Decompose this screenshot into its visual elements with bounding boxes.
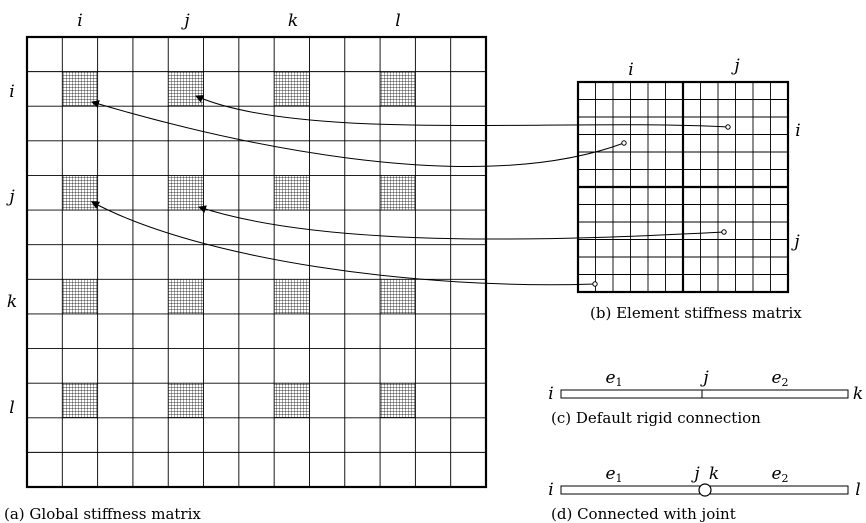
rigid-left-label: i [548, 384, 553, 404]
joint-mid-label-j: j [690, 464, 700, 484]
mapping-arrows [91, 95, 729, 286]
global-node-block [168, 279, 204, 314]
global-node-block [168, 71, 204, 107]
arrow-origin-dots [592, 124, 731, 287]
global-row-label-l: l [9, 398, 14, 418]
element-matrix-caption: (b) Element stiffness matrix [590, 304, 802, 322]
global-node-block [62, 71, 98, 107]
element-matrix [576, 80, 790, 294]
joint-beam-right [707, 485, 849, 495]
arrow-ji-from-element [91, 100, 625, 167]
global-node-block [380, 383, 416, 418]
global-node-block [62, 175, 98, 211]
rigid-caption: (c) Default rigid connection [551, 409, 761, 427]
global-node-block [168, 175, 204, 211]
arrow-ij-from-element [91, 201, 596, 286]
element-row-label-i: i [795, 121, 800, 141]
joint-connection-diagram [560, 483, 849, 497]
global-matrix-caption: (a) Global stiffness matrix [4, 505, 201, 523]
joint-beam-left [560, 485, 703, 495]
rigid-connection-diagram [560, 389, 849, 399]
global-col-label-l: l [395, 11, 400, 31]
arrow-ii-from-element [195, 95, 729, 128]
global-node-block [380, 71, 416, 107]
global-node-block [380, 279, 416, 314]
rigid-e2-label: e2 [771, 368, 788, 389]
global-col-label-k: k [288, 11, 298, 31]
arrow-jj-from-element [198, 205, 725, 240]
global-row-label-k: k [7, 292, 17, 312]
global-node-block [380, 175, 416, 211]
element-col-label-i: i [628, 60, 633, 80]
global-matrix-grid [27, 37, 486, 487]
global-node-block [274, 279, 310, 314]
rigid-right-label: k [853, 384, 863, 404]
joint-caption: (d) Connected with joint [551, 505, 736, 523]
global-node-block [168, 383, 204, 418]
rigid-beam [560, 389, 849, 399]
origin-dot [725, 124, 731, 130]
global-col-label-j: j [180, 11, 190, 31]
hinge-joint-icon [698, 483, 712, 497]
global-matrix [25, 35, 488, 489]
global-node-block [274, 175, 310, 211]
joint-left-label: i [548, 480, 553, 500]
global-row-label-i: i [9, 82, 14, 102]
joint-e1-label: e1 [605, 464, 622, 485]
element-col-label-j: j [730, 56, 740, 76]
joint-right-label: l [855, 480, 860, 500]
rigid-e1-label: e1 [605, 368, 622, 389]
rigid-mid-label: j [699, 368, 709, 388]
element-row-label-j: j [790, 232, 800, 252]
global-col-label-i: i [77, 11, 82, 31]
global-node-block [62, 383, 98, 418]
global-matrix-border [25, 35, 488, 489]
joint-mid-label-k: k [709, 464, 719, 484]
origin-dot [721, 229, 727, 235]
global-row-label-j: j [5, 187, 15, 207]
global-node-block [62, 279, 98, 314]
global-node-block [274, 383, 310, 418]
origin-dot [621, 140, 627, 146]
global-node-block [274, 71, 310, 107]
origin-dot [592, 281, 598, 287]
joint-e2-label: e2 [771, 464, 788, 485]
